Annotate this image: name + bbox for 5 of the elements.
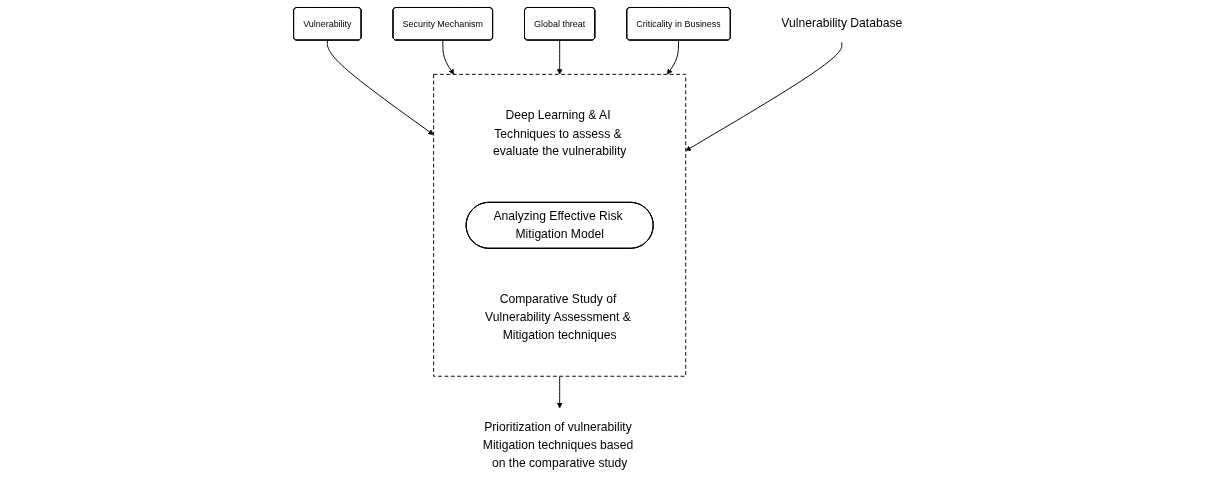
cluster xyxy=(433,73,687,377)
node-text: Comparative Study of Vulnerability Assessment & Mitigation techniques xyxy=(485,291,631,342)
node-text: Prioritization of vulnerability Mitigation techniques based on the comparative study xyxy=(482,419,634,470)
node-text: Deep Learning & AI Techniques to assess & evaluate the vulnerability xyxy=(492,108,627,158)
node-text: Vulnerability Database xyxy=(781,16,903,30)
